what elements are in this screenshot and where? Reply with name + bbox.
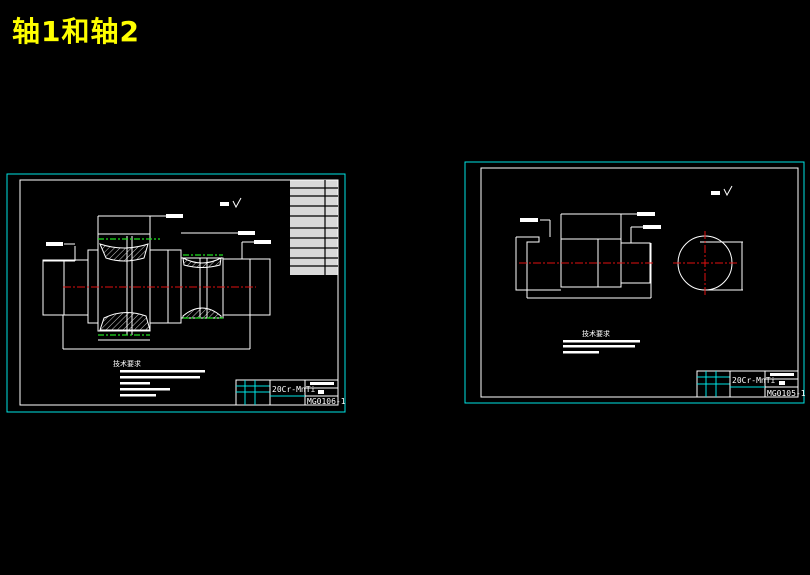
title-block: 20Cr-MnTi MG0105-1 <box>696 370 806 398</box>
sheet-outer-frame <box>464 161 805 404</box>
sheet-inner-frame <box>19 179 339 406</box>
notes-heading: 技术要求 <box>582 329 610 338</box>
roughness-symbol-icon <box>232 197 242 209</box>
shaft-2-profile <box>515 212 661 299</box>
shaft-2-section-view <box>673 231 743 296</box>
gear-parameter-table <box>290 180 338 275</box>
drawing-number: MG0106-1 <box>307 397 346 406</box>
shaft-1-profile <box>42 214 271 350</box>
technical-requirements: 技术要求 <box>113 359 205 397</box>
notes-heading: 技术要求 <box>113 359 141 368</box>
sheet-outer-frame <box>6 173 346 413</box>
technical-requirements: 技术要求 <box>563 329 640 354</box>
material-label: 20Cr-MnTi <box>732 376 776 385</box>
sheet-inner-frame <box>480 167 799 398</box>
roughness-note <box>220 202 229 206</box>
roughness-note <box>711 191 720 195</box>
sheet-shaft-2[interactable]: 技术要求 20Cr-MnTi MG0105-1 <box>464 161 806 404</box>
drawing-number: MG0105-1 <box>767 389 806 398</box>
sheet-shaft-1[interactable]: 技术要求 20Cr-MnTi MG0106-1 <box>6 173 346 413</box>
drawing-set-title: 轴1和轴2 <box>12 15 140 48</box>
material-label: 20Cr-MnTi <box>272 385 316 394</box>
title-block: 20Cr-MnTi MG0106-1 <box>235 379 346 406</box>
roughness-symbol-icon <box>723 185 733 197</box>
